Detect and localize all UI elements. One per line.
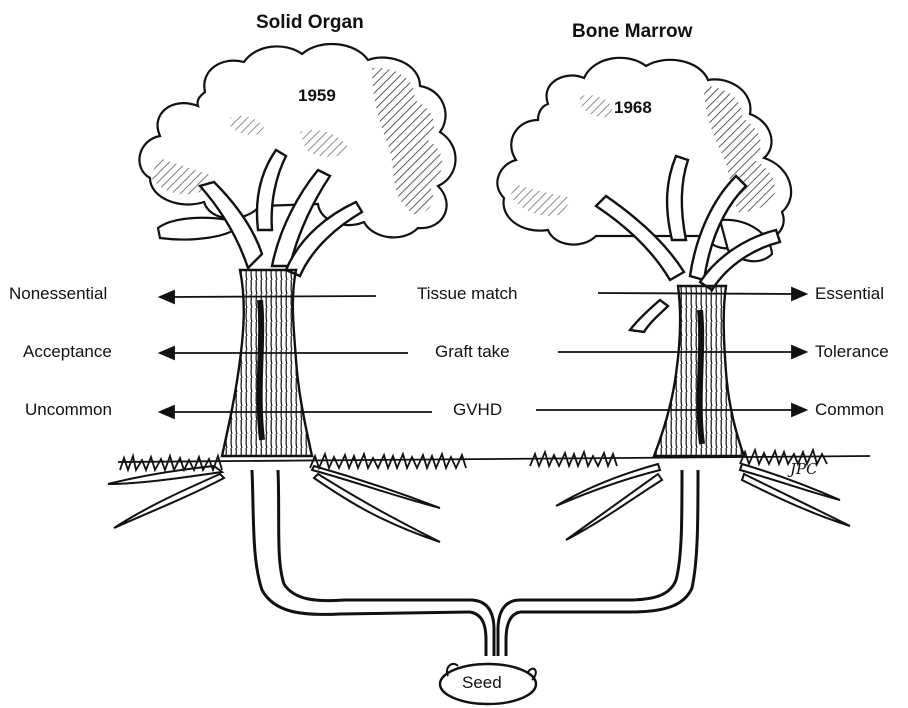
label-nonessential: Nonessential bbox=[6, 284, 110, 304]
year-bone-marrow: 1968 bbox=[612, 98, 654, 118]
left-trunk bbox=[222, 270, 312, 456]
label-gvhd: GVHD bbox=[450, 400, 505, 420]
label-acceptance: Acceptance bbox=[20, 342, 115, 362]
artist-signature: JPC bbox=[790, 460, 818, 478]
label-tolerance: Tolerance bbox=[812, 342, 892, 362]
arrow-tissue-left bbox=[170, 296, 376, 297]
left-taproot bbox=[252, 470, 470, 614]
label-tissue-match: Tissue match bbox=[414, 284, 520, 304]
label-uncommon: Uncommon bbox=[22, 400, 115, 420]
arrow-tissue-right bbox=[598, 293, 796, 294]
title-bone-marrow: Bone Marrow bbox=[572, 21, 692, 43]
year-solid-organ: 1959 bbox=[296, 86, 338, 106]
label-common: Common bbox=[812, 400, 887, 420]
title-solid-organ: Solid Organ bbox=[256, 12, 364, 34]
bone-marrow-tree bbox=[497, 58, 850, 612]
seed-stem bbox=[470, 600, 520, 656]
label-graft-take: Graft take bbox=[432, 342, 513, 362]
solid-organ-tree bbox=[108, 44, 470, 614]
label-seed: Seed bbox=[462, 673, 502, 693]
label-essential: Essential bbox=[812, 284, 887, 304]
right-taproot bbox=[520, 470, 698, 612]
left-roots bbox=[108, 466, 440, 542]
